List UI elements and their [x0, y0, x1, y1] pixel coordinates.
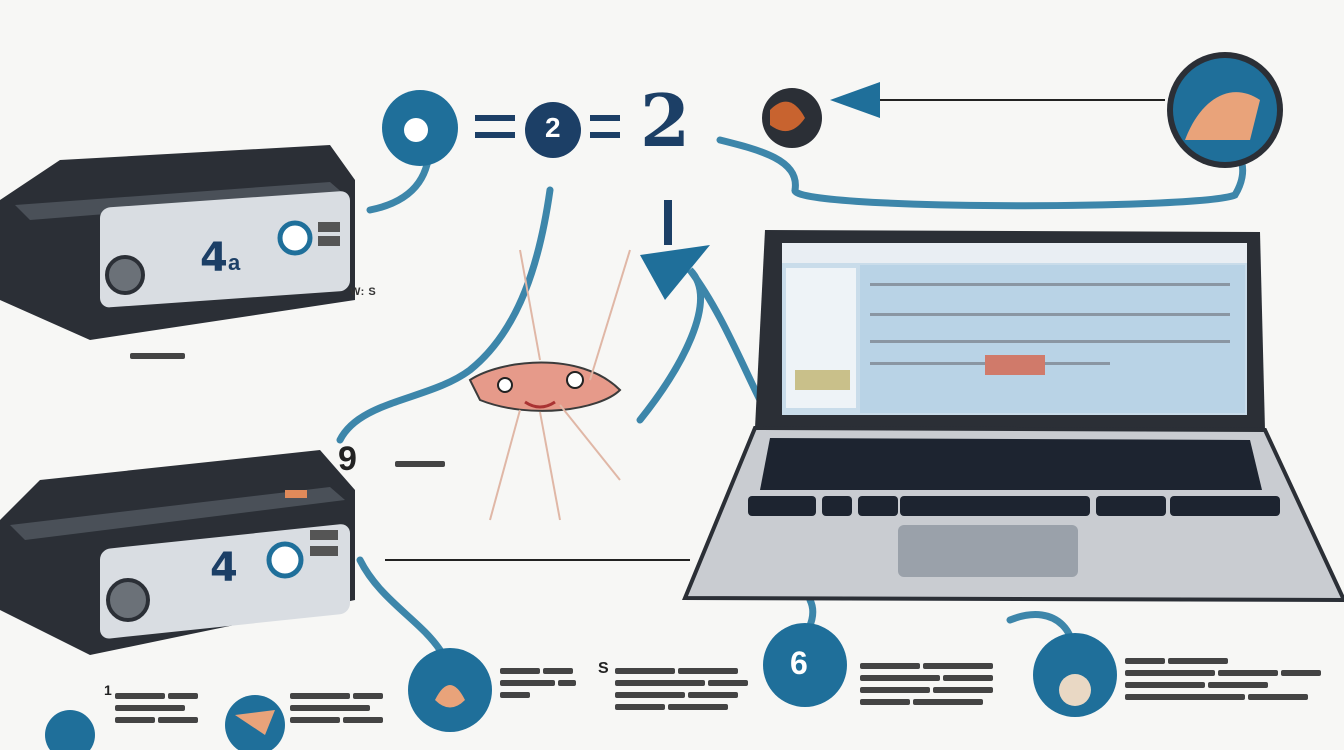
connector-lines [385, 99, 1165, 561]
text-block [130, 350, 190, 362]
big-number: 2 [640, 78, 691, 163]
text-block [1125, 655, 1335, 703]
cable-bottom-device [356, 556, 444, 654]
bottom-circles [45, 623, 1117, 750]
bottom-device-number: 4 [210, 545, 238, 591]
decorative-figure [468, 249, 631, 521]
text-block [860, 660, 1010, 708]
cable-top-loop [716, 136, 1247, 210]
left-cluster-number: 9 [338, 440, 357, 478]
cable-to-laptop [636, 267, 764, 424]
cables [336, 136, 1247, 664]
play-arrow-icon [830, 82, 880, 118]
top-device-number: 4 [200, 235, 228, 281]
text-block [290, 690, 400, 726]
text-block [115, 690, 215, 726]
text-block [500, 665, 580, 701]
top-cluster [382, 52, 1283, 300]
bottom-left-digit: 1 [104, 682, 112, 698]
cable-center-down [336, 186, 554, 444]
top-side-text: W: S [350, 286, 377, 298]
bottom-circle-number: 6 [790, 645, 808, 681]
arrow-down-icon [640, 245, 710, 300]
laptop [682, 230, 1344, 603]
bottom-mid-letter: S [598, 660, 609, 677]
text-block [395, 458, 455, 470]
router-device-bottom [0, 450, 355, 655]
center-number: 2 [545, 112, 561, 143]
top-device-suffix: a [228, 250, 241, 275]
text-block [615, 665, 765, 713]
circle-icon [525, 102, 581, 158]
router-device-top [0, 145, 355, 340]
